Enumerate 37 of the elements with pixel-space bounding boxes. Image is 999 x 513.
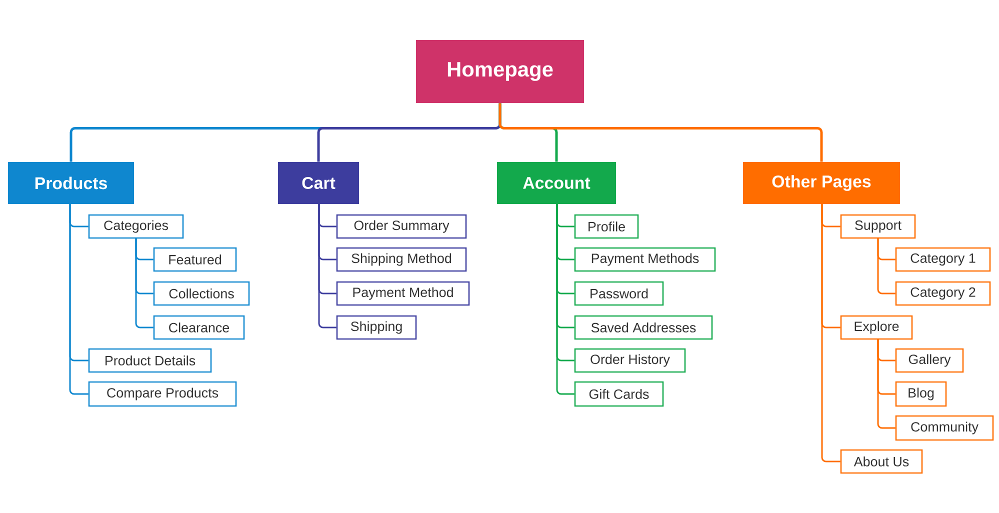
connector-line [821, 204, 840, 462]
page-box: Gallery [895, 348, 964, 373]
section-box: Other Pages [743, 162, 900, 204]
page-box: Payment Method [336, 281, 470, 306]
connector-line [135, 238, 154, 328]
connector-line [318, 204, 336, 328]
page-box: Category 2 [895, 281, 991, 306]
page-box: Profile [574, 214, 639, 239]
page-box: Featured [153, 247, 237, 272]
page-box: Order History [574, 348, 686, 373]
page-box: Shipping [336, 315, 417, 340]
page-box: Payment Methods [574, 247, 716, 272]
page-box: About Us [840, 449, 923, 474]
page-box: Collections [153, 281, 250, 306]
page-box: Categories [88, 214, 184, 239]
page-box: Gift Cards [574, 381, 664, 407]
section-box: Products [8, 162, 134, 204]
page-box: Password [574, 281, 664, 306]
page-box: Order Summary [336, 214, 467, 239]
page-box: Support [840, 214, 916, 239]
page-box: Compare Products [88, 381, 237, 407]
section-box: Account [497, 162, 616, 204]
page-box: Category 1 [895, 247, 991, 272]
section-box: Cart [278, 162, 359, 204]
connector-line [877, 238, 896, 294]
page-box: Community [895, 415, 994, 441]
page-box: Blog [895, 381, 947, 407]
page-box: Shipping Method [336, 247, 467, 272]
connector-line [69, 204, 88, 395]
connector-line [498, 103, 823, 162]
page-box: Product Details [88, 348, 212, 373]
page-box: Clearance [153, 315, 245, 340]
connector-line [556, 204, 574, 395]
home-box: Homepage [416, 40, 584, 103]
page-box: Saved Addresses [574, 315, 713, 340]
page-box: Explore [840, 315, 913, 340]
connector-line [877, 339, 896, 429]
